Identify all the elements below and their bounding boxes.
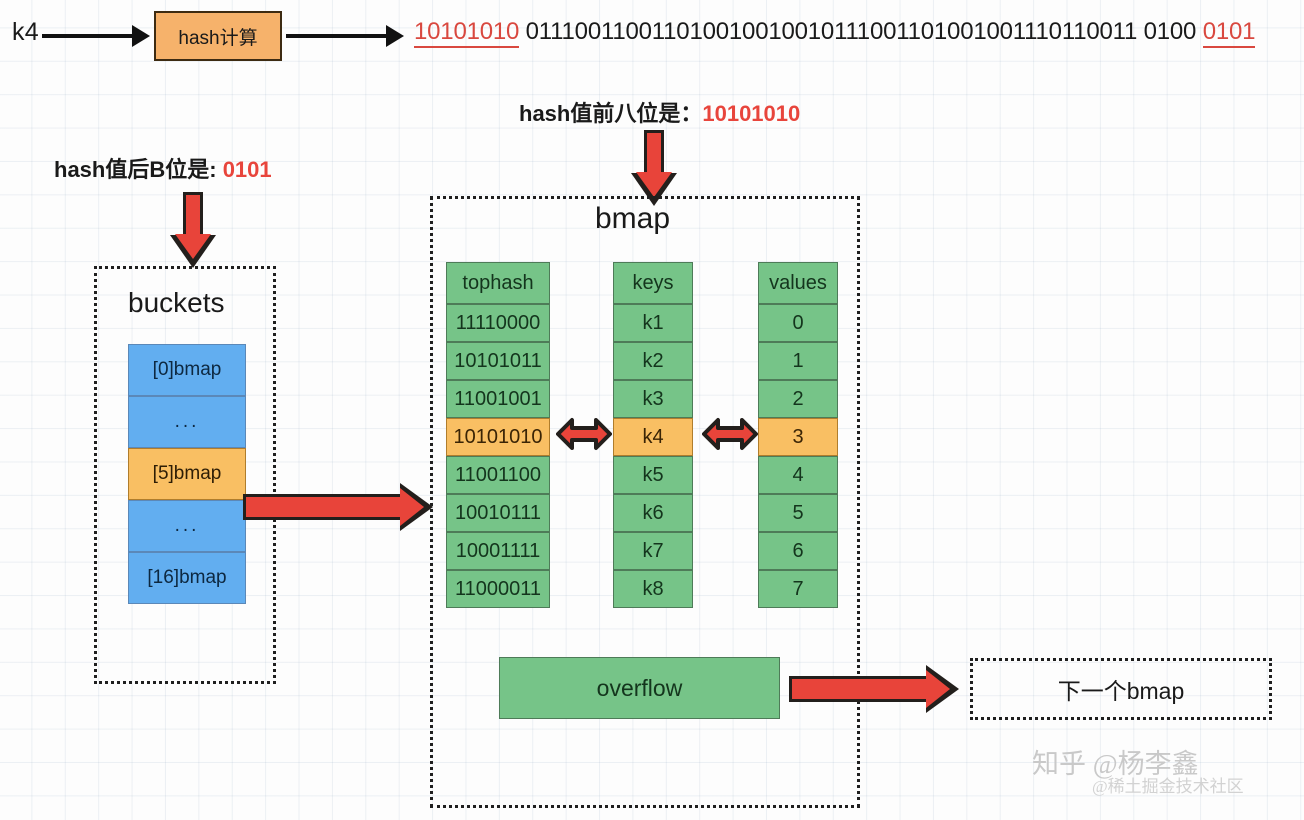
tophash-cell-selected[interactable]: 10101010 xyxy=(446,418,550,456)
buckets-title: buckets xyxy=(128,287,225,318)
bmap-container xyxy=(430,196,860,808)
annotation-top-bits: hash值前八位是：10101010 xyxy=(519,96,800,128)
hash-compute-box: hash计算 xyxy=(154,11,282,61)
value-cell[interactable]: 5 xyxy=(758,494,838,532)
column-header-keys: keys xyxy=(613,262,693,304)
overflow-box[interactable]: overflow xyxy=(499,657,780,719)
column-header-tophash: tophash xyxy=(446,262,550,304)
column-keys: keys k1 k2 k3 k4 k5 k6 k7 k8 xyxy=(613,262,693,608)
tophash-cell[interactable]: 11110000 xyxy=(446,304,550,342)
tophash-cell[interactable]: 10101011 xyxy=(446,342,550,380)
arrow-buckets-to-bmap xyxy=(243,483,433,531)
arrow-bidirectional-tophash-keys xyxy=(556,412,612,456)
annotation-left-value: 0101 xyxy=(222,157,272,182)
column-tophash: tophash 11110000 10101011 11001001 10101… xyxy=(446,262,550,608)
key-cell[interactable]: k1 xyxy=(613,304,693,342)
arrow-bidirectional-keys-values xyxy=(702,412,758,456)
key-cell[interactable]: k5 xyxy=(613,456,693,494)
annotation-top-value: 10101010 xyxy=(702,101,801,126)
value-cell[interactable]: 0 xyxy=(758,304,838,342)
tophash-cell[interactable]: 11001100 xyxy=(446,456,550,494)
bucket-cell[interactable]: [0]bmap xyxy=(128,344,246,396)
tophash-cell[interactable]: 11001001 xyxy=(446,380,550,418)
hash-bits-prefix: 10101010 xyxy=(414,18,519,48)
key-cell[interactable]: k2 xyxy=(613,342,693,380)
key-cell[interactable]: k7 xyxy=(613,532,693,570)
column-values: values 0 1 2 3 4 5 6 7 xyxy=(758,262,838,608)
key-cell-selected[interactable]: k4 xyxy=(613,418,693,456)
tophash-cell[interactable]: 10010111 xyxy=(446,494,550,532)
watermark-primary: 知乎 @杨李鑫 xyxy=(1032,749,1199,779)
bucket-cell-selected[interactable]: [5]bmap xyxy=(128,448,246,500)
value-cell[interactable]: 1 xyxy=(758,342,838,380)
bucket-cell[interactable]: ... xyxy=(128,500,246,552)
annotation-top-label: hash值前八位是： xyxy=(519,101,703,126)
hash-bits-middle: 0111001100110100100100101110011010010011… xyxy=(519,18,1203,45)
hash-bits-line: 10101010 0111001100110100100100101110011… xyxy=(414,18,1255,48)
bmap-title: bmap xyxy=(595,202,671,235)
annotation-left-label: hash值后B位是: xyxy=(54,157,223,182)
watermark-secondary: @稀土掘金技术社区 xyxy=(1092,777,1244,796)
value-cell[interactable]: 6 xyxy=(758,532,838,570)
buckets-list: [0]bmap ... [5]bmap ... [16]bmap xyxy=(128,344,246,604)
value-cell[interactable]: 4 xyxy=(758,456,838,494)
bucket-cell[interactable]: [16]bmap xyxy=(128,552,246,604)
arrow-down-to-bmap xyxy=(631,130,677,206)
value-cell[interactable]: 7 xyxy=(758,570,838,608)
value-cell[interactable]: 2 xyxy=(758,380,838,418)
value-cell-selected[interactable]: 3 xyxy=(758,418,838,456)
column-header-values: values xyxy=(758,262,838,304)
key-cell[interactable]: k3 xyxy=(613,380,693,418)
input-key-label: k4 xyxy=(12,18,40,46)
annotation-low-bits: hash值后B位是: 0101 xyxy=(54,152,272,184)
buckets-container xyxy=(94,266,276,684)
key-cell[interactable]: k6 xyxy=(613,494,693,532)
key-cell[interactable]: k8 xyxy=(613,570,693,608)
arrow-key-to-hash xyxy=(42,23,150,49)
arrow-hash-to-bits xyxy=(286,23,404,49)
bucket-cell[interactable]: ... xyxy=(128,396,246,448)
arrow-overflow-to-next-bmap xyxy=(789,665,959,713)
tophash-cell[interactable]: 10001111 xyxy=(446,532,550,570)
next-bmap-box[interactable]: 下一个bmap xyxy=(970,658,1272,720)
tophash-cell[interactable]: 11000011 xyxy=(446,570,550,608)
arrow-down-to-buckets xyxy=(170,192,216,268)
hash-bits-suffix: 0101 xyxy=(1202,18,1255,48)
